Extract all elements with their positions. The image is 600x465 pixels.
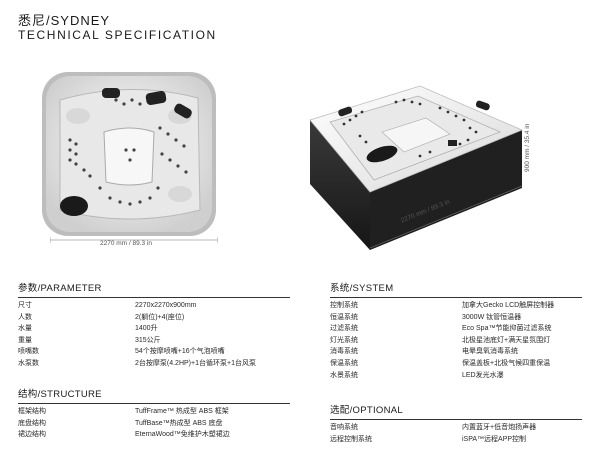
- spec-row: 尺寸 2270x2270x900mm: [18, 300, 290, 312]
- spec-key: 喷嘴数: [18, 348, 39, 356]
- spec-key: 过滤系统: [330, 325, 358, 333]
- spec-row: 保温系统 保温盖板+北极气候四重保温: [330, 358, 582, 370]
- width-dimension-label: 2270 mm / 89.3 in: [100, 240, 153, 247]
- spec-value: 保温盖板+北极气候四重保温: [462, 359, 551, 367]
- spec-value: 315公斤: [135, 336, 161, 344]
- spec-value: 内置蓝牙+低音炮扬声器: [462, 424, 537, 431]
- spec-row: 水泵数 2台按摩泵(4.2HP)+1台循环泵+1台风泵: [18, 358, 290, 370]
- optional-section: 选配/OPTIONAL 音响系统 内置蓝牙+低音炮扬声器 远程控制系统 iSPA™远…: [330, 402, 582, 445]
- spec-row: 灯光系统 北极星池底灯+满天星氛围灯: [330, 335, 582, 347]
- spa-perspective-image: [309, 85, 524, 250]
- spa-top-view-image: [42, 72, 216, 236]
- spec-row: 控制系统 加拿大Gecko LCD触屏控制器: [330, 300, 582, 312]
- spec-row: 水量 1400升: [18, 323, 290, 335]
- spec-row: 水景系统 LED发光水瀑: [330, 370, 582, 382]
- spec-row: 人数 2(躺位)+4(座位): [18, 312, 290, 324]
- spec-key: 框架结构: [18, 408, 46, 415]
- spec-row: 底盘结构 TuffBase™热成型 ABS 底盘: [18, 418, 290, 430]
- spec-key: 音响系统: [330, 424, 358, 431]
- spec-value: TuffBase™热成型 ABS 底盘: [135, 419, 223, 427]
- spec-key: 灯光系统: [330, 336, 358, 344]
- spec-key: 重量: [18, 336, 32, 344]
- spec-value: 1400升: [135, 325, 158, 333]
- spec-subtitle: TECHNICAL SPECIFICATION: [18, 28, 217, 42]
- spec-value: EternaWood™免维护木塑裙边: [135, 431, 230, 439]
- spec-key: 水量: [18, 325, 32, 333]
- spec-key: 消毒系统: [330, 348, 358, 356]
- spec-key: 裙边结构: [18, 431, 46, 439]
- spec-value: 加拿大Gecko LCD触屏控制器: [462, 302, 555, 309]
- spec-row: 恒温系统 3000W 钛管恒温器: [330, 312, 582, 324]
- spec-key: 水泵数: [18, 359, 39, 367]
- structure-title: 结构/STRUCTURE: [18, 386, 290, 404]
- spec-value: 3000W 钛管恒温器: [462, 313, 522, 321]
- perspective-height-label: 900 mm / 35.4 in: [524, 123, 531, 172]
- optional-title: 选配/OPTIONAL: [330, 402, 582, 420]
- spec-key: 远程控制系统: [330, 435, 372, 443]
- spec-row: 远程控制系统 iSPA™远程APP控制: [330, 434, 582, 446]
- spec-key: 保温系统: [330, 359, 358, 367]
- parameter-title: 参数/PARAMETER: [18, 280, 290, 298]
- spec-key: 底盘结构: [18, 419, 46, 427]
- spec-value: LED发光水瀑: [462, 371, 504, 379]
- spec-value: 电晕臭氧消毒系统: [462, 348, 518, 356]
- spec-key: 水景系统: [330, 371, 358, 379]
- spec-row: 消毒系统 电晕臭氧消毒系统: [330, 346, 582, 358]
- spec-value: 54个按摩喷嘴+16个气泡喷嘴: [135, 348, 225, 356]
- spec-row: 裙边结构 EternaWood™免维护木塑裙边: [18, 429, 290, 441]
- structure-section: 结构/STRUCTURE 框架结构 TuffFrame™ 热成型 ABS 框架 底…: [18, 386, 290, 441]
- spec-row: 音响系统 内置蓝牙+低音炮扬声器: [330, 422, 582, 434]
- spec-value: 2270x2270x900mm: [135, 302, 197, 309]
- spec-key: 人数: [18, 313, 32, 321]
- spec-value: 2(躺位)+4(座位): [135, 313, 185, 321]
- system-title: 系统/SYSTEM: [330, 280, 582, 298]
- width-dimension-line: [50, 237, 218, 243]
- product-title: 悉尼/SYDNEY: [18, 13, 111, 28]
- spec-value: Eco Spa™节能抑菌过滤系统: [462, 325, 552, 333]
- spec-row: 过滤系统 Eco Spa™节能抑菌过滤系统: [330, 323, 582, 335]
- spec-value: 北极星池底灯+满天星氛围灯: [462, 336, 551, 344]
- spec-row: 重量 315公斤: [18, 335, 290, 347]
- parameter-section: 参数/PARAMETER 尺寸 2270x2270x900mm 人数 2(躺位)+4…: [18, 280, 290, 370]
- spec-row: 喷嘴数 54个按摩喷嘴+16个气泡喷嘴: [18, 346, 290, 358]
- spec-key: 尺寸: [18, 302, 32, 309]
- spec-row: 框架结构 TuffFrame™ 热成型 ABS 框架: [18, 406, 290, 418]
- spec-key: 控制系统: [330, 302, 358, 309]
- spec-key: 恒温系统: [330, 313, 358, 321]
- spec-value: 2台按摩泵(4.2HP)+1台循环泵+1台风泵: [135, 359, 256, 367]
- spec-value: iSPA™远程APP控制: [462, 435, 527, 443]
- system-section: 系统/SYSTEM 控制系统 加拿大Gecko LCD触屏控制器 恒温系统 3000…: [330, 280, 582, 381]
- spec-value: TuffFrame™ 热成型 ABS 框架: [135, 408, 229, 415]
